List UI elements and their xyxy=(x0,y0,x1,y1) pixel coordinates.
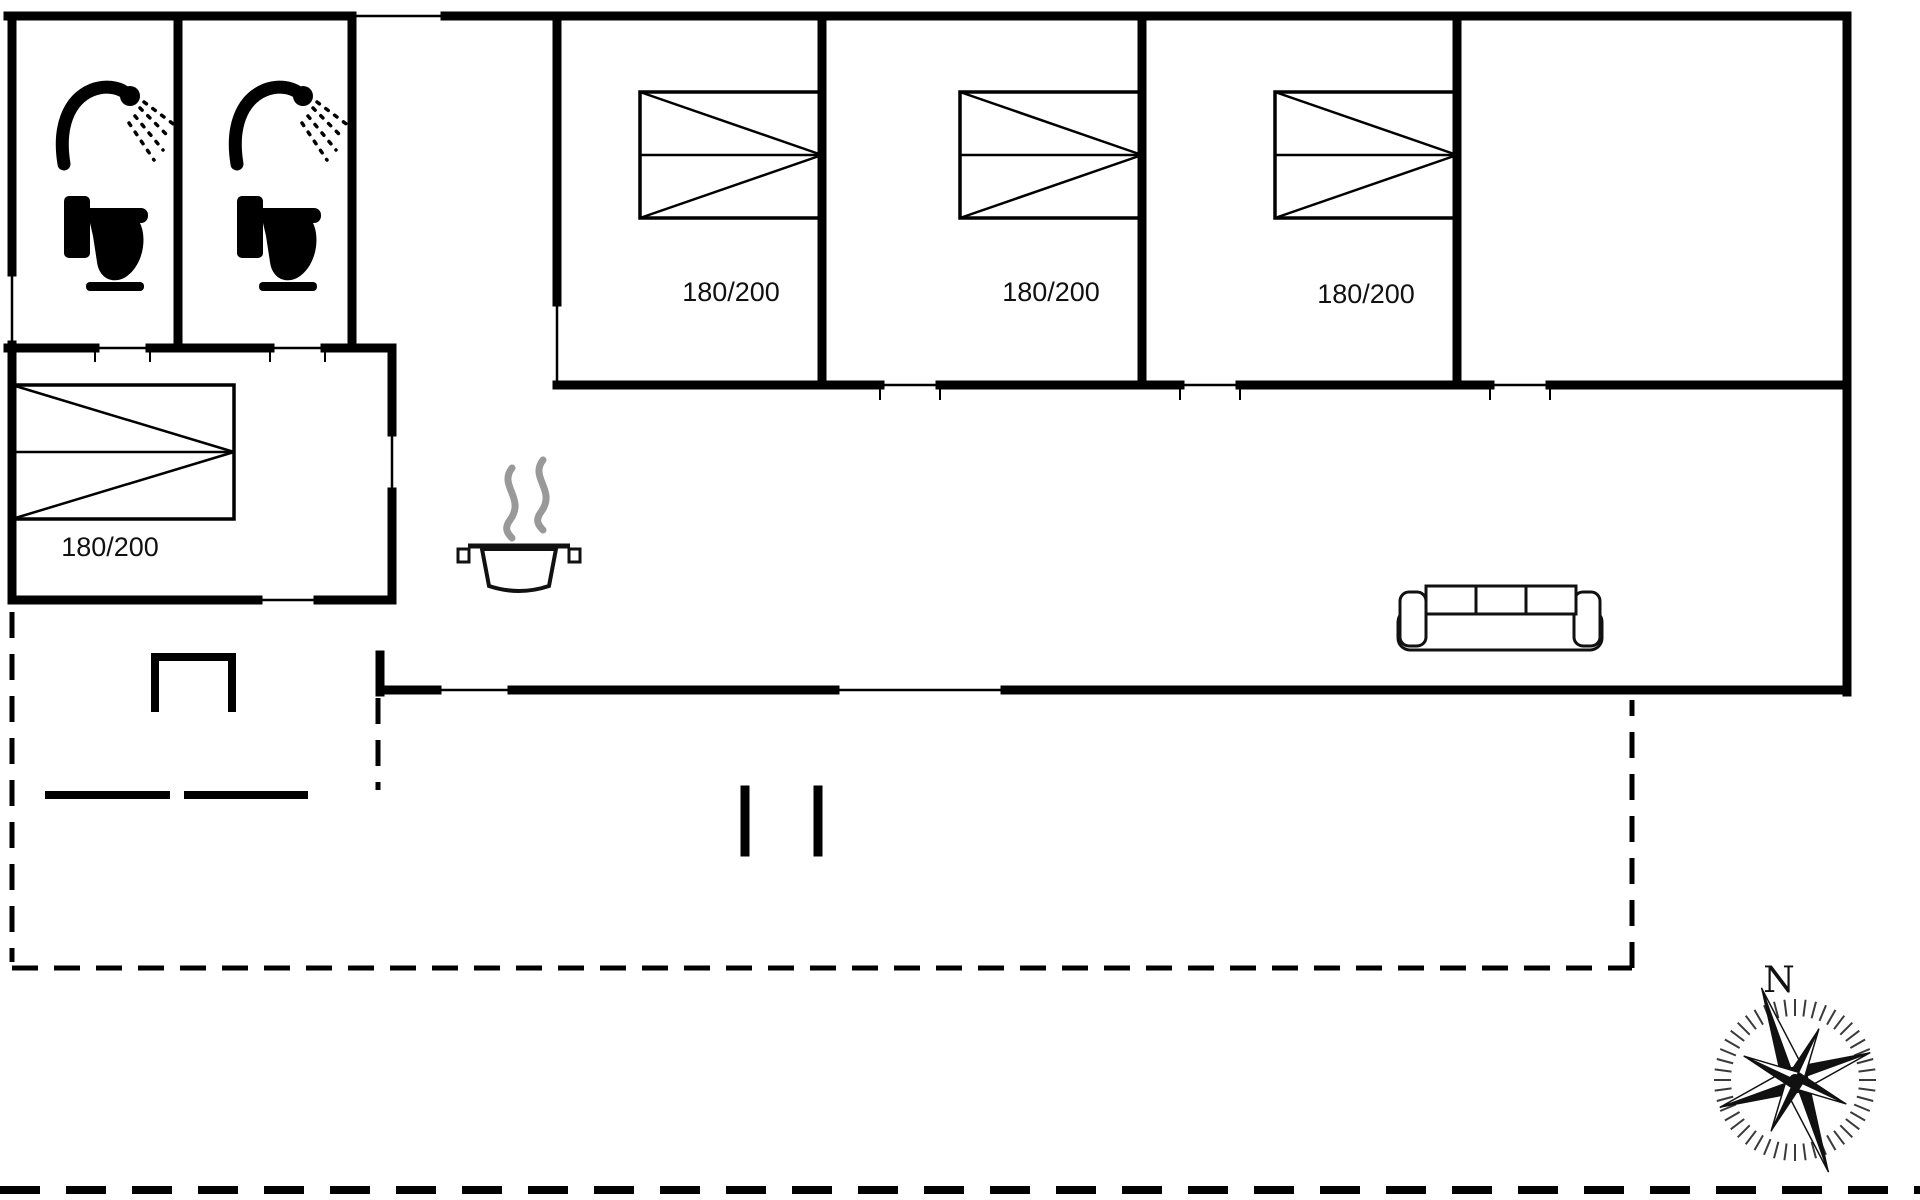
bedroom-2-bed xyxy=(958,90,1144,220)
compass-tick xyxy=(1753,1134,1764,1151)
compass-tick xyxy=(1853,1048,1871,1057)
compass-tick xyxy=(1714,1087,1732,1092)
bedroom-3-bed xyxy=(1273,90,1459,220)
toilet-icon xyxy=(64,196,148,291)
shower-icon xyxy=(62,86,176,164)
compass-tick xyxy=(1714,1068,1732,1073)
compass-tick xyxy=(1858,1068,1876,1073)
terrace-dashed-outline xyxy=(9,612,1635,971)
pergola-posts xyxy=(740,785,823,857)
double-bed-icon xyxy=(638,90,824,220)
bathroom-2 xyxy=(235,86,349,291)
compass-tick-ring xyxy=(1714,999,1876,1161)
compass-north-label: N xyxy=(1763,960,1795,1001)
double-bed-icon xyxy=(958,90,1144,220)
sofa-icon xyxy=(1396,584,1604,652)
sofa-cushion xyxy=(1524,584,1578,616)
compass-center xyxy=(1789,1074,1801,1086)
sofa-cushion xyxy=(1474,584,1528,616)
compass-tick xyxy=(1736,1124,1751,1139)
compass-tick xyxy=(1845,1118,1860,1131)
sofa-arm xyxy=(1572,590,1602,648)
compass-rose-icon: N xyxy=(1714,960,1876,1173)
compass-tick xyxy=(1744,1130,1757,1145)
pot-body xyxy=(479,547,559,593)
steam-squiggle xyxy=(503,464,519,542)
compass-tick xyxy=(1833,1130,1846,1145)
compass-tick xyxy=(1730,1118,1745,1131)
terrace-structure-icon xyxy=(151,653,236,712)
compass-tick xyxy=(1724,1038,1741,1049)
bed-size-label: 180/200 xyxy=(1317,279,1415,309)
compass-tick xyxy=(1839,1124,1854,1139)
pot-handle xyxy=(567,547,582,564)
bed-diagonal xyxy=(11,450,235,521)
steam-squiggle xyxy=(534,456,550,534)
sofa-arm xyxy=(1398,590,1428,648)
compass-tick xyxy=(1802,1143,1807,1161)
compass-tick xyxy=(1773,1001,1780,1019)
compass-tick xyxy=(1826,1134,1837,1151)
compass-tick xyxy=(1826,1009,1837,1026)
compass-tick xyxy=(1724,1111,1741,1122)
sofa-seat xyxy=(1396,608,1604,652)
compass-tick xyxy=(1783,999,1788,1017)
bed-size-label: 180/200 xyxy=(61,532,159,562)
bedroom-4-bed xyxy=(10,383,236,521)
compass-tick xyxy=(1753,1009,1764,1026)
door-openings xyxy=(10,14,1551,692)
cooking-pot-icon xyxy=(456,456,582,593)
pot-handle xyxy=(456,547,471,564)
compass-tick xyxy=(1763,1138,1772,1156)
compass-tick xyxy=(1719,1103,1737,1112)
compass-tick xyxy=(1810,1141,1817,1159)
compass-tick xyxy=(1716,1058,1734,1065)
compass-tick xyxy=(1849,1111,1866,1122)
compass-star xyxy=(1719,987,1871,1173)
compass-tick xyxy=(1810,1001,1817,1019)
compass-tick xyxy=(1856,1095,1874,1102)
bed-size-label: 180/200 xyxy=(1002,277,1100,307)
compass-tick xyxy=(1856,1058,1874,1065)
compass-tick xyxy=(1744,1015,1757,1030)
shower-icon xyxy=(235,86,349,164)
compass-tick xyxy=(1736,1021,1751,1036)
compass-tick xyxy=(1833,1015,1846,1030)
toilet-icon xyxy=(237,196,321,291)
compass-tick xyxy=(1818,1004,1827,1022)
compass-tick xyxy=(1773,1141,1780,1159)
compass-tick xyxy=(1839,1021,1854,1036)
compass-tick xyxy=(1783,1143,1788,1161)
sofa-cushion xyxy=(1424,584,1478,616)
compass-tick xyxy=(1849,1038,1866,1049)
bed-size-label: 180/200 xyxy=(682,277,780,307)
bed-diagonal xyxy=(11,383,235,454)
double-bed-icon xyxy=(1273,90,1459,220)
compass-tick xyxy=(1730,1029,1745,1042)
compass-tick xyxy=(1802,999,1807,1017)
compass-tick xyxy=(1845,1029,1860,1042)
bathroom-1 xyxy=(62,86,176,291)
compass-tick xyxy=(1858,1087,1876,1092)
compass-tick xyxy=(1716,1095,1734,1102)
compass-tick xyxy=(1853,1103,1871,1112)
bedroom-1-bed xyxy=(638,90,824,220)
compass-tick xyxy=(1719,1048,1737,1057)
interior-walls xyxy=(3,11,1852,605)
